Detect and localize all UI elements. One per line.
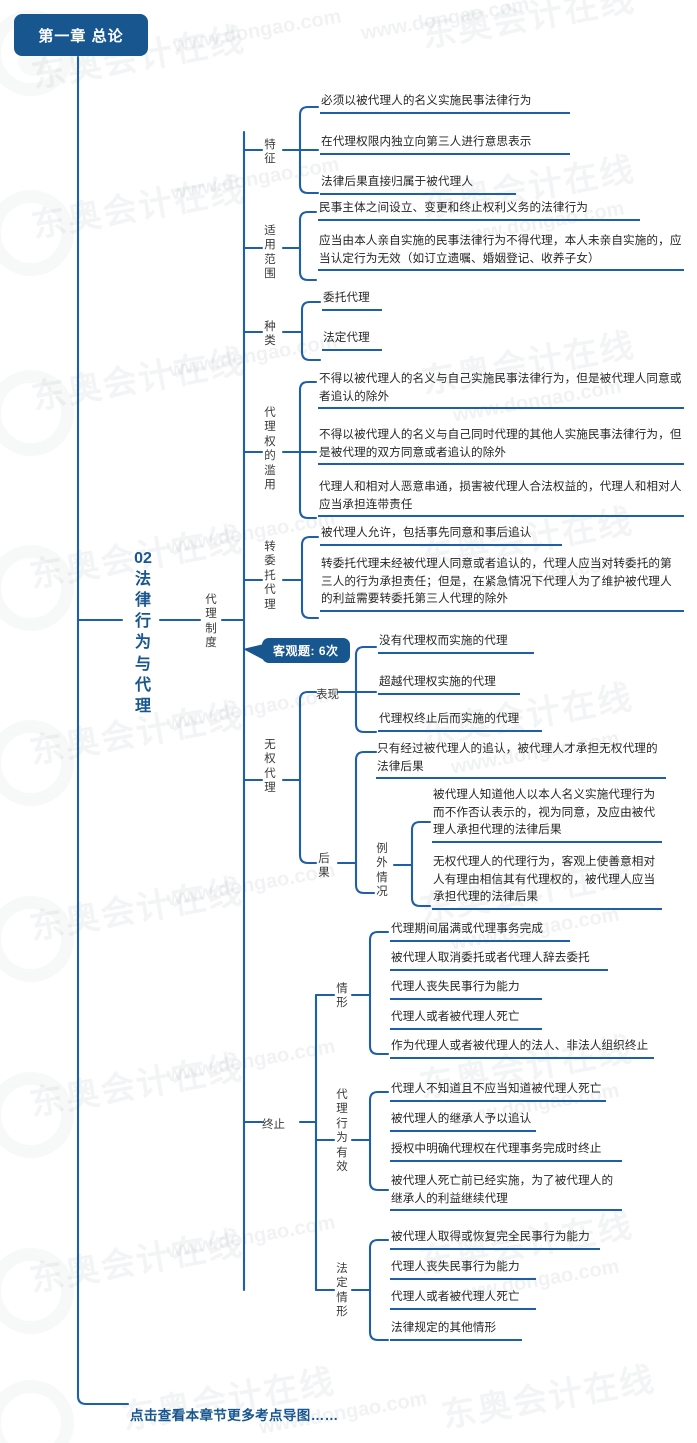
leaf-item[interactable]: 应当由本人亲自实施的民事法律行为不得代理，本人未亲自实施的，应当认定行为无效（如… [318,232,684,272]
leaf-item[interactable]: 法律后果直接归属于被代理人 [320,173,516,195]
leaf-item[interactable]: 代理人和相对人恶意串通，损害被代理人合法权益的，代理人和相对人应当承担连带责任 [318,478,684,518]
branch-label-agency-system[interactable]: 代 理 制 度 [205,594,217,650]
leaf-item[interactable]: 被代理人取消委托或者代理人辞去委托 [390,949,608,971]
root-char-4: 与 [134,655,151,673]
leaf-item[interactable]: 民事主体之间设立、变更和终止权利义务的法律行为 [318,199,640,221]
root-char-0: 法 [134,571,151,589]
leaf-item[interactable]: 不得以被代理人的名义与自己同时代理的其他人实施民事法律行为，但是被代理的双方同意… [318,426,684,466]
sub-label-liwai-qingkuang[interactable]: 例 外 情 况 [376,843,388,899]
section-label-wuquan-daili[interactable]: 无 权 代 理 [264,739,276,795]
leaf-item[interactable]: 无权代理人的代理行为，客观上使善意相对人有理由相信其有代理权的，被代理人应当承担… [432,853,662,910]
leaf-item[interactable]: 被代理人的继承人予以追认 [390,1110,536,1132]
leaf-item[interactable]: 代理期间届满或代理事务完成 [390,920,570,942]
leaf-item[interactable]: 委托代理 [322,289,382,311]
sub-label-houguo[interactable]: 后 果 [318,853,330,880]
root-node[interactable]: 02 法 律 行 为 与 代 理 [128,548,158,717]
section-label-tezheng[interactable]: 特 征 [264,139,276,166]
leaf-item[interactable]: 被代理人死亡前已经实施，为了被代理人的继承人的利益继续代理 [390,1172,622,1212]
sub-label-fading-qingxing[interactable]: 法 定 情 形 [336,1263,348,1319]
footer-more-mindmaps-link[interactable]: 点击查看本章节更多考点导图…… [130,1408,339,1423]
leaf-item[interactable]: 转委托代理未经被代理人同意或者追认的，代理人应当对转委托的第三人的行为承担责任；… [320,555,684,612]
root-char-3: 为 [134,634,151,652]
leaf-item[interactable]: 被代理人取得或恢复完全民事行为能力 [390,1228,600,1250]
leaf-item[interactable]: 代理人或者被代理人死亡 [390,1008,542,1030]
root-char-5: 代 [134,676,151,694]
leaf-item[interactable]: 代理人丧失民事行为能力 [390,978,542,1000]
leaf-item[interactable]: 代理权终止后而实施的代理 [378,710,542,732]
leaf-item[interactable]: 只有经过被代理人的追认，被代理人才承担无权代理的法律后果 [376,740,666,780]
section-label-shiyong-fanwei[interactable]: 适 用 范 围 [264,225,276,281]
sub-label-daili-xingwei-youxiao[interactable]: 代 理 行 为 有 效 [336,1089,348,1174]
root-char-6: 理 [134,697,151,715]
leaf-item[interactable]: 被代理人允许，包括事先同意和事后追认 [320,524,562,546]
root-char-1: 律 [134,592,151,610]
leaf-item[interactable]: 代理人不知道且不应当知道被代理人死亡 [390,1080,606,1102]
callout-tail [243,644,264,660]
root-char-2: 行 [134,613,151,631]
leaf-item[interactable]: 在代理权限内独立向第三人进行意思表示 [320,133,570,155]
root-number: 02 [134,550,152,567]
leaf-item[interactable]: 超越代理权实施的代理 [378,673,520,695]
section-label-zhuanweituo-daili[interactable]: 转 委 托 代 理 [264,541,276,611]
section-label-zhonglei[interactable]: 种 类 [264,321,276,348]
leaf-item[interactable]: 法律规定的其他情形 [390,1319,522,1341]
leaf-item[interactable]: 作为代理人或者被代理人的法人、非法人组织终止 [390,1037,654,1059]
sub-label-qingxing[interactable]: 情 形 [336,983,348,1010]
leaf-item[interactable]: 没有代理权而实施的代理 [378,632,534,654]
sub-label-biaoxian[interactable]: 表现 [316,689,339,701]
callout-objective-question-count[interactable]: 客观题: 6次 [262,638,350,663]
section-label-dailiquan-lanyong[interactable]: 代 理 权 的 滥 用 [264,407,276,492]
leaf-item[interactable]: 被代理人知道他人以本人名义实施代理行为而不作否认表示的，视为同意，及应由被代理人… [432,786,662,843]
leaf-item[interactable]: 法定代理 [322,329,382,351]
section-label-zhongzhi[interactable]: 终止 [262,1119,285,1131]
leaf-item[interactable]: 必须以被代理人的名义实施民事法律行为 [320,92,570,114]
leaf-item[interactable]: 代理人丧失民事行为能力 [390,1258,536,1280]
chapter-badge[interactable]: 第一章 总论 [14,14,148,56]
leaf-item[interactable]: 不得以被代理人的名义与自己实施民事法律行为，但是被代理人同意或者追认的除外 [318,370,684,410]
leaf-item[interactable]: 代理人或者被代理人死亡 [390,1288,536,1310]
leaf-item[interactable]: 授权中明确代理权在代理事务完成时终止 [390,1140,622,1162]
